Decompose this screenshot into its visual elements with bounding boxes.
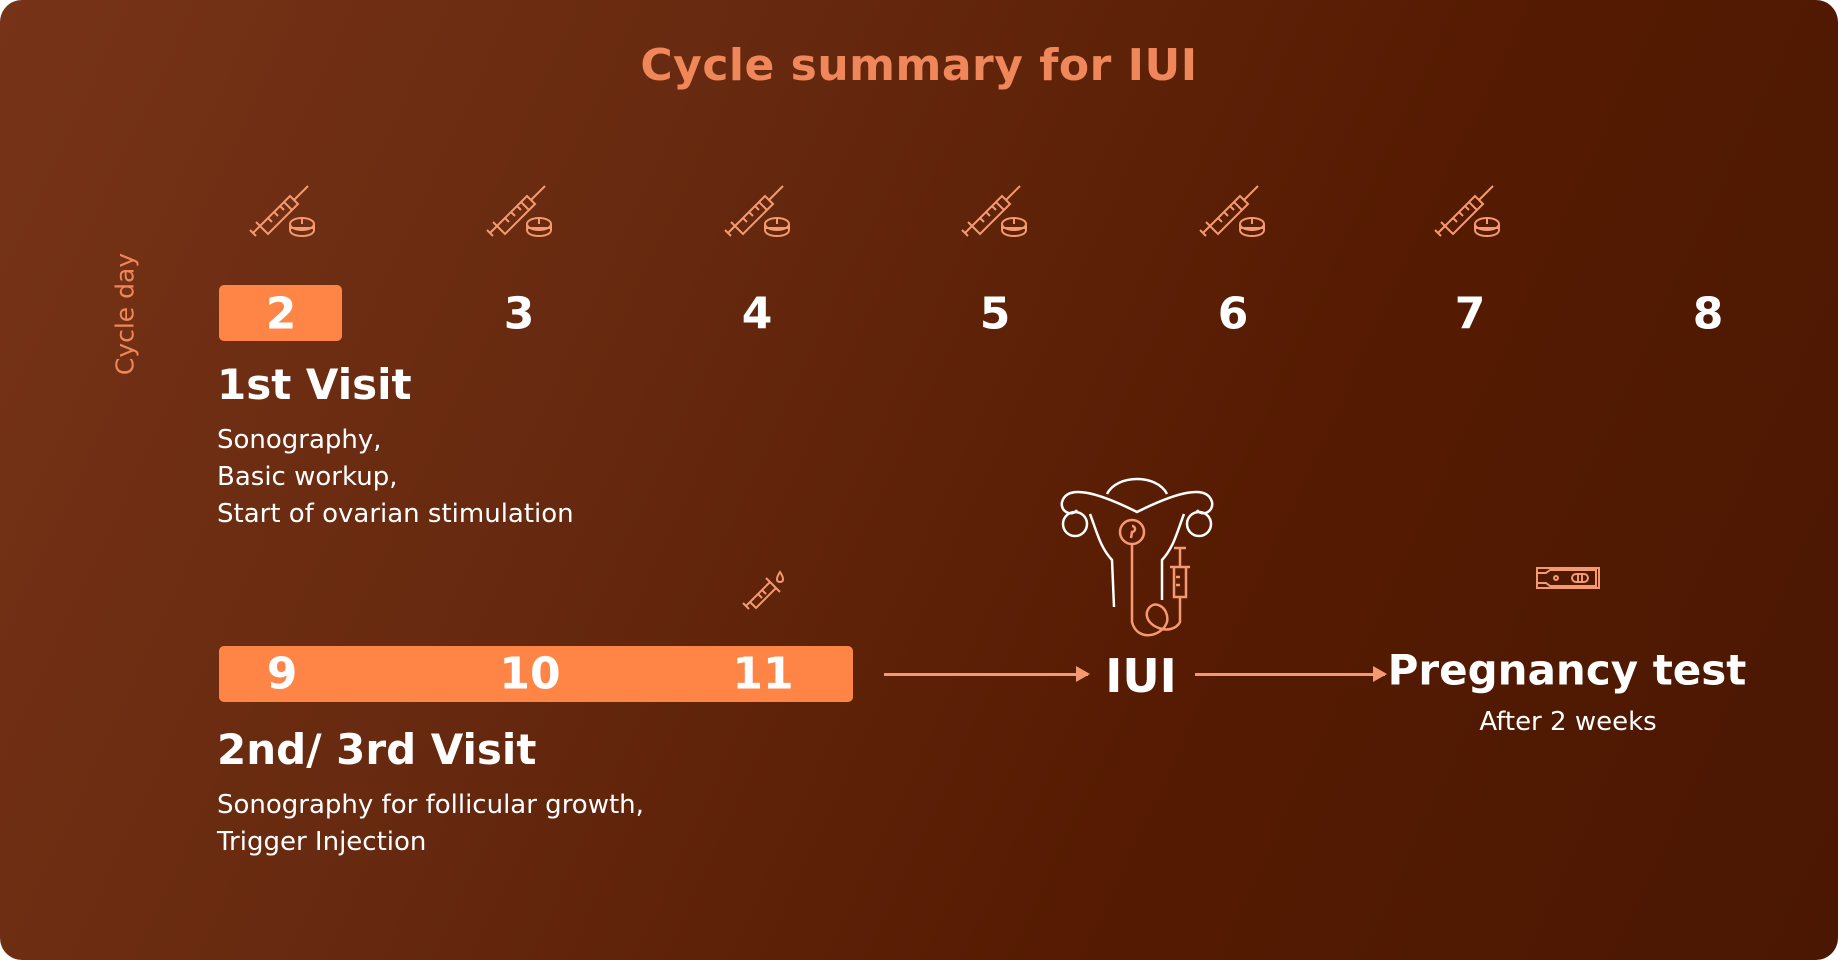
uterus-iui-icon (1060, 477, 1214, 637)
visit2-line: Sonography for follicular growth, (217, 790, 644, 820)
syringe-and-pill-icon (1199, 185, 1265, 237)
cycle-day-3: 5 (979, 288, 1011, 340)
syringe-and-pill-icon (961, 185, 1027, 237)
page-title: Cycle summary for IUI (640, 40, 1198, 91)
visit2-line: Trigger Injection (217, 827, 427, 857)
visit1-heading: 1st Visit (217, 360, 412, 409)
arrow-to-iui (884, 666, 1090, 682)
trigger-injection-icon (742, 570, 784, 610)
arrow-to-pregnancy-test (1195, 666, 1387, 682)
cycle-day-axis-label: Cycle day (110, 252, 140, 376)
visit2-heading: 2nd/ 3rd Visit (217, 725, 537, 774)
syringe-and-pill-icon (486, 185, 552, 237)
visit1-line: Start of ovarian stimulation (217, 499, 574, 529)
cycle-day-0: 2 (265, 288, 297, 340)
visit1-line: Basic workup, (217, 462, 398, 492)
cycle-day-6: 8 (1692, 288, 1724, 340)
cycle-day-1: 3 (503, 288, 535, 340)
cycle-day-row2-0: 9 (266, 648, 298, 700)
visit1-line: Sonography, (217, 425, 382, 455)
cycle-day-4: 6 (1217, 288, 1249, 340)
visit2-days-bar (219, 646, 853, 702)
visit1-description: Sonography, Basic workup, Start of ovari… (217, 422, 574, 533)
cycle-day-5: 7 (1454, 288, 1486, 340)
syringe-and-pill-icon (249, 185, 315, 237)
iui-label: IUI (1105, 649, 1177, 703)
visit2-description: Sonography for follicular growth, Trigge… (217, 787, 644, 861)
pregnancy-test-strip-icon (1536, 567, 1600, 589)
cycle-day-row2-1: 10 (499, 648, 561, 700)
pregnancy-test-subtitle: After 2 weeks (1479, 707, 1657, 737)
pregnancy-test-heading: Pregnancy test (1387, 645, 1747, 695)
cycle-day-2: 4 (741, 288, 773, 340)
syringe-and-pill-icon (724, 185, 790, 237)
syringe-and-pill-icon (1434, 185, 1500, 237)
cycle-day-row2-2: 11 (732, 648, 794, 700)
day-2-highlight (219, 285, 342, 341)
